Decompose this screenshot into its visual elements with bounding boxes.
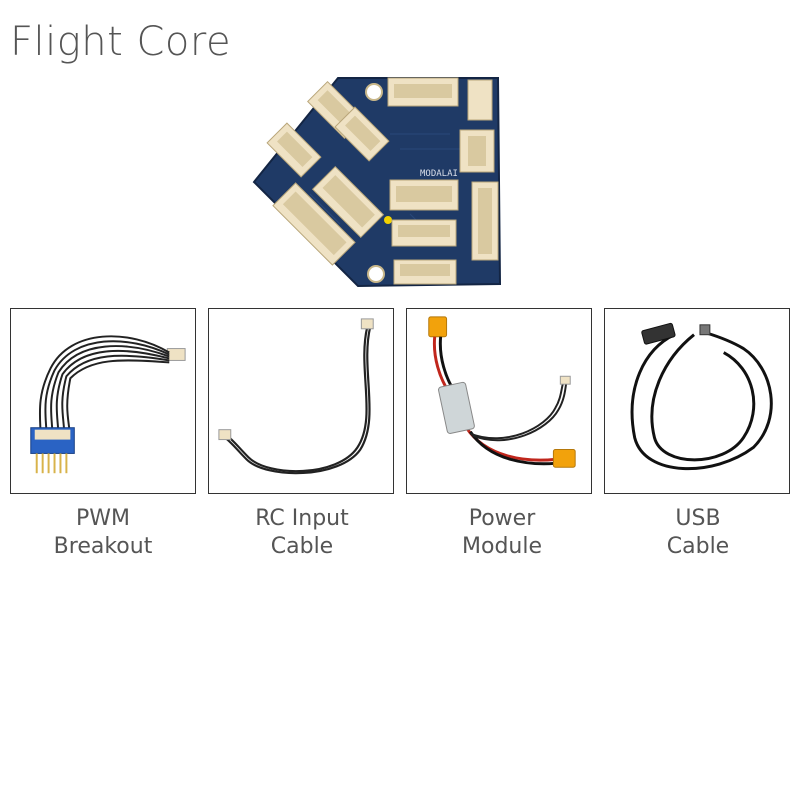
page-title: Flight Core: [10, 19, 232, 65]
power-module-caption: Power Module: [402, 505, 602, 561]
caption-line: Breakout: [53, 534, 153, 559]
caption-line: Module: [462, 534, 542, 559]
usb-cable-image: [630, 322, 773, 471]
pwm-breakout-caption: PWM Breakout: [3, 505, 203, 561]
rc-input-cable-image: [218, 318, 374, 475]
power-module-image: [428, 316, 576, 468]
usb-cable-panel: [604, 308, 790, 494]
pwm-breakout-panel: [10, 308, 196, 494]
pwm-breakout-image: [30, 335, 186, 474]
caption-line: RC Input: [255, 506, 349, 531]
usb-cable-caption: USB Cable: [598, 505, 798, 561]
caption-line: USB: [675, 506, 721, 531]
caption-line: PWM: [75, 506, 130, 531]
rc-input-cable-panel: [208, 308, 394, 494]
caption-line: Cable: [666, 534, 730, 559]
power-module-panel: [406, 308, 592, 494]
board-marking: MODALAI: [420, 169, 458, 179]
flight-core-board-image: MODALAI: [250, 74, 510, 292]
caption-line: Cable: [270, 534, 334, 559]
rc-input-cable-caption: RC Input Cable: [202, 505, 402, 561]
caption-line: Power: [468, 506, 536, 531]
